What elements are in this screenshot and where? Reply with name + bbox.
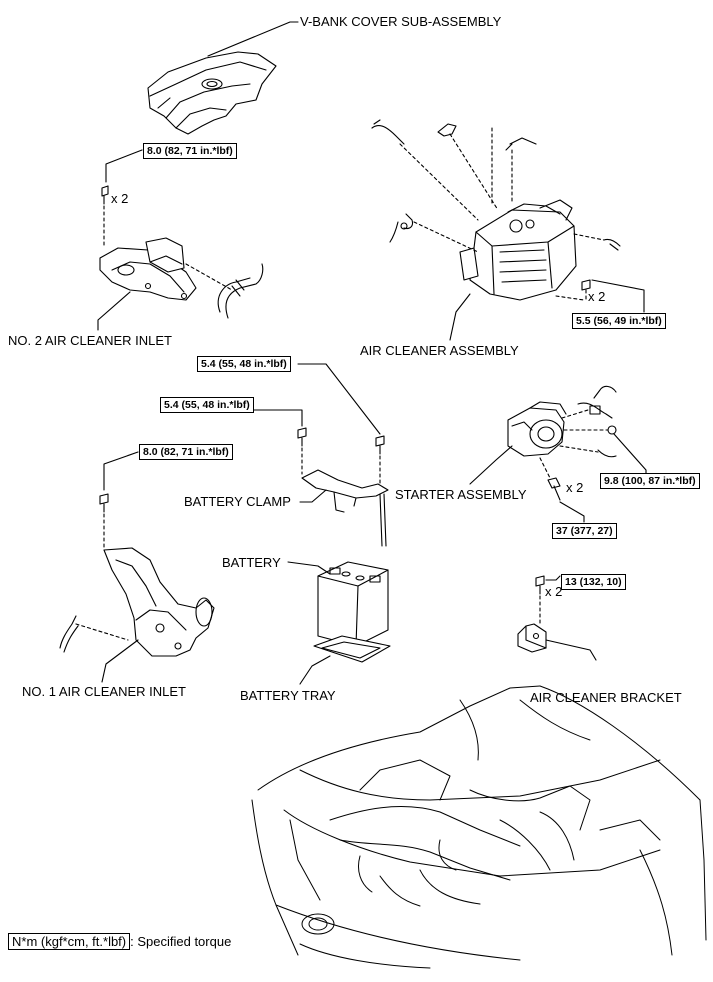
- no2-air-cleaner-inlet-drawing: [100, 238, 196, 300]
- battery-clamp-drawing: [302, 470, 388, 546]
- battery-drawing: [318, 562, 388, 646]
- air-cleaner-assembly-drawing: [460, 200, 576, 300]
- torque-air-cleaner-bolt: 5.5 (56, 49 in.*lbf): [572, 313, 666, 329]
- label-air-cleaner-assembly: AIR CLEANER ASSEMBLY: [360, 343, 519, 358]
- torque-legend: N*m (kgf*cm, ft.*lbf): Specified torque: [8, 933, 232, 950]
- label-battery: BATTERY: [222, 555, 281, 570]
- no1-air-cleaner-inlet-drawing: [104, 548, 214, 656]
- vehicle-engine-bay-drawing: [252, 686, 706, 968]
- label-v-bank-cover: V-BANK COVER SUB-ASSEMBLY: [300, 14, 502, 29]
- quantity-air-cleaner: x 2: [588, 289, 606, 304]
- legend-description: : Specified torque: [130, 934, 232, 949]
- torque-clamp-bolt-right: 5.4 (55, 48 in.*lbf): [197, 356, 291, 372]
- air-cleaner-bracket-drawing: [518, 624, 546, 652]
- torque-starter-nut: 9.8 (100, 87 in.*lbf): [600, 473, 700, 489]
- torque-no2-inlet-bolt: 8.0 (82, 71 in.*lbf): [143, 143, 237, 159]
- label-no1-air-cleaner-inlet: NO. 1 AIR CLEANER INLET: [22, 684, 186, 699]
- quantity-bracket: x 2: [545, 584, 563, 599]
- label-battery-tray: BATTERY TRAY: [240, 688, 336, 703]
- torque-clamp-bolt-left: 5.4 (55, 48 in.*lbf): [160, 397, 254, 413]
- torque-bracket-bolt: 13 (132, 10): [561, 574, 626, 590]
- quantity-starter: x 2: [566, 480, 584, 495]
- legend-unit-box: N*m (kgf*cm, ft.*lbf): [8, 933, 131, 950]
- starter-assembly-drawing: [508, 402, 566, 456]
- label-battery-clamp: BATTERY CLAMP: [184, 494, 291, 509]
- label-starter-assembly: STARTER ASSEMBLY: [395, 487, 527, 502]
- torque-starter-bolt: 37 (377, 27): [552, 523, 617, 539]
- battery-tray-drawing: [314, 636, 390, 662]
- v-bank-cover-drawing: [148, 52, 276, 134]
- label-air-cleaner-bracket: AIR CLEANER BRACKET: [530, 690, 682, 705]
- quantity-no2-inlet: x 2: [111, 191, 129, 206]
- label-no2-air-cleaner-inlet: NO. 2 AIR CLEANER INLET: [8, 333, 172, 348]
- torque-no1-inlet-bolt: 8.0 (82, 71 in.*lbf): [139, 444, 233, 460]
